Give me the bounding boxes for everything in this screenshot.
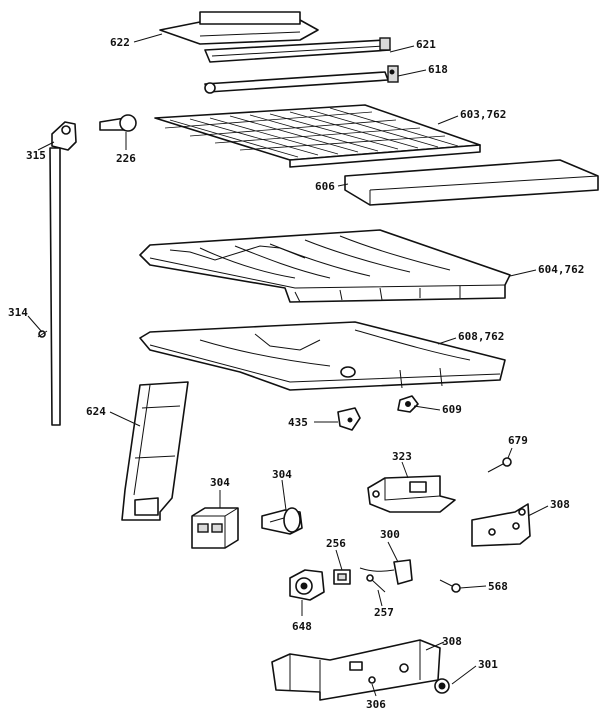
label-304-relay: 304 [210, 476, 230, 489]
part-621-rail [204, 37, 391, 63]
part-609-knob [397, 395, 419, 413]
part-323-housing [367, 475, 456, 513]
label-679: 679 [508, 434, 528, 447]
part-300-switch [359, 559, 413, 585]
part-608-pan [139, 321, 506, 391]
label-622: 622 [110, 36, 130, 49]
label-435: 435 [288, 416, 308, 429]
label-301: 301 [478, 658, 498, 671]
label-323: 323 [392, 450, 412, 463]
part-304-relay [191, 507, 239, 549]
label-257: 257 [374, 606, 394, 619]
label-300: 300 [380, 528, 400, 541]
part-308-control-housing [271, 639, 441, 701]
label-648: 648 [292, 620, 312, 633]
label-604-762: 604,762 [538, 263, 584, 276]
part-315-rod-bracket [49, 121, 77, 426]
part-618-support-rod [204, 65, 399, 94]
part-304-thermostat [261, 507, 303, 535]
part-622-shelf-cover [159, 11, 319, 45]
part-226-knob [99, 114, 137, 132]
label-308-housing: 308 [442, 635, 462, 648]
part-624-channel [121, 381, 189, 521]
label-603-762: 603,762 [460, 108, 506, 121]
part-257-screw [366, 574, 386, 593]
label-314: 314 [8, 306, 28, 319]
part-648-motor [289, 569, 325, 601]
label-618: 618 [428, 63, 448, 76]
label-621: 621 [416, 38, 436, 51]
label-304-thermostat: 304 [272, 468, 292, 481]
label-306: 306 [366, 698, 386, 711]
part-568-screw [439, 579, 461, 593]
label-308-bracket: 308 [550, 498, 570, 511]
part-256-connector [333, 569, 351, 585]
part-679-screw [487, 457, 512, 473]
part-314-screw [37, 330, 48, 338]
label-609: 609 [442, 403, 462, 416]
label-568: 568 [488, 580, 508, 593]
part-603-wire-shelf [154, 104, 481, 168]
part-308-bracket [471, 503, 531, 547]
label-315: 315 [26, 149, 46, 162]
label-606: 606 [315, 180, 335, 193]
part-435-clip [337, 407, 361, 431]
leader-lines [27, 33, 549, 697]
label-226: 226 [116, 152, 136, 165]
label-256: 256 [326, 537, 346, 550]
label-608-762: 608,762 [458, 330, 504, 343]
part-606-front-trim [344, 159, 599, 206]
part-301-knob [434, 678, 450, 694]
label-624: 624 [86, 405, 106, 418]
part-604-tray [139, 229, 511, 303]
